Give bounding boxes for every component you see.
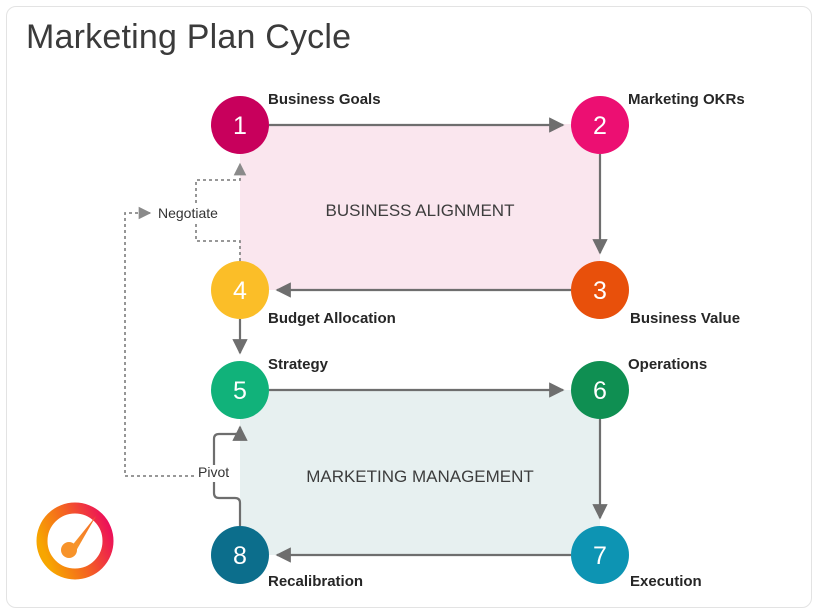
- panel-business-alignment-label: BUSINESS ALIGNMENT: [326, 201, 515, 220]
- speedometer-gauge-logo: [36, 502, 114, 580]
- node-8[interactable]: 8 Recalibration: [211, 526, 363, 590]
- node-5[interactable]: 5 Strategy: [211, 356, 329, 419]
- node-6-circle[interactable]: [571, 361, 629, 419]
- node-1[interactable]: 1 Business Goals: [211, 91, 381, 154]
- node-2[interactable]: 2 Marketing OKRs: [571, 91, 745, 154]
- node-2-circle[interactable]: [571, 96, 629, 154]
- node-8-circle[interactable]: [211, 526, 269, 584]
- edge-label-pivot: Pivot: [198, 464, 229, 480]
- node-6[interactable]: 6 Operations: [571, 356, 707, 419]
- edge-label-negotiate: Negotiate: [158, 205, 218, 221]
- node-7[interactable]: 7 Execution: [571, 526, 702, 590]
- node-3-label: Business Value: [630, 310, 740, 327]
- edge-pivot-to-negotiate: [124, 206, 194, 477]
- node-3-number: 3: [593, 277, 607, 305]
- node-5-number: 5: [233, 377, 247, 405]
- node-6-label: Operations: [628, 356, 707, 373]
- node-1-number: 1: [233, 112, 247, 140]
- node-3-circle[interactable]: [571, 261, 629, 319]
- node-4-number: 4: [233, 277, 247, 305]
- node-2-number: 2: [593, 112, 607, 140]
- panel-marketing-management-label: MARKETING MANAGEMENT: [306, 467, 534, 486]
- edge-group-solid: [212, 117, 608, 563]
- node-4-label: Budget Allocation: [268, 310, 396, 327]
- node-2-label: Marketing OKRs: [628, 91, 745, 108]
- node-1-label: Business Goals: [268, 91, 381, 108]
- panel-business-alignment: BUSINESS ALIGNMENT: [240, 124, 600, 290]
- node-4-circle[interactable]: [211, 261, 269, 319]
- node-8-number: 8: [233, 542, 247, 570]
- node-5-label: Strategy: [268, 356, 329, 373]
- node-3[interactable]: 3 Business Value: [571, 261, 740, 327]
- node-7-label: Execution: [630, 573, 702, 590]
- node-1-circle[interactable]: [211, 96, 269, 154]
- edge-group-dashed: [124, 162, 247, 477]
- node-7-number: 7: [593, 542, 607, 570]
- negotiate-label-backdrop: [156, 206, 230, 223]
- node-5-circle[interactable]: [211, 361, 269, 419]
- node-8-label: Recalibration: [268, 573, 363, 590]
- pivot-label-backdrop: [196, 465, 240, 482]
- page-title: Marketing Plan Cycle: [26, 18, 352, 56]
- node-6-number: 6: [593, 377, 607, 405]
- node-7-circle[interactable]: [571, 526, 629, 584]
- panel-marketing-management: MARKETING MANAGEMENT: [240, 390, 600, 555]
- node-4[interactable]: 4 Budget Allocation: [211, 261, 396, 327]
